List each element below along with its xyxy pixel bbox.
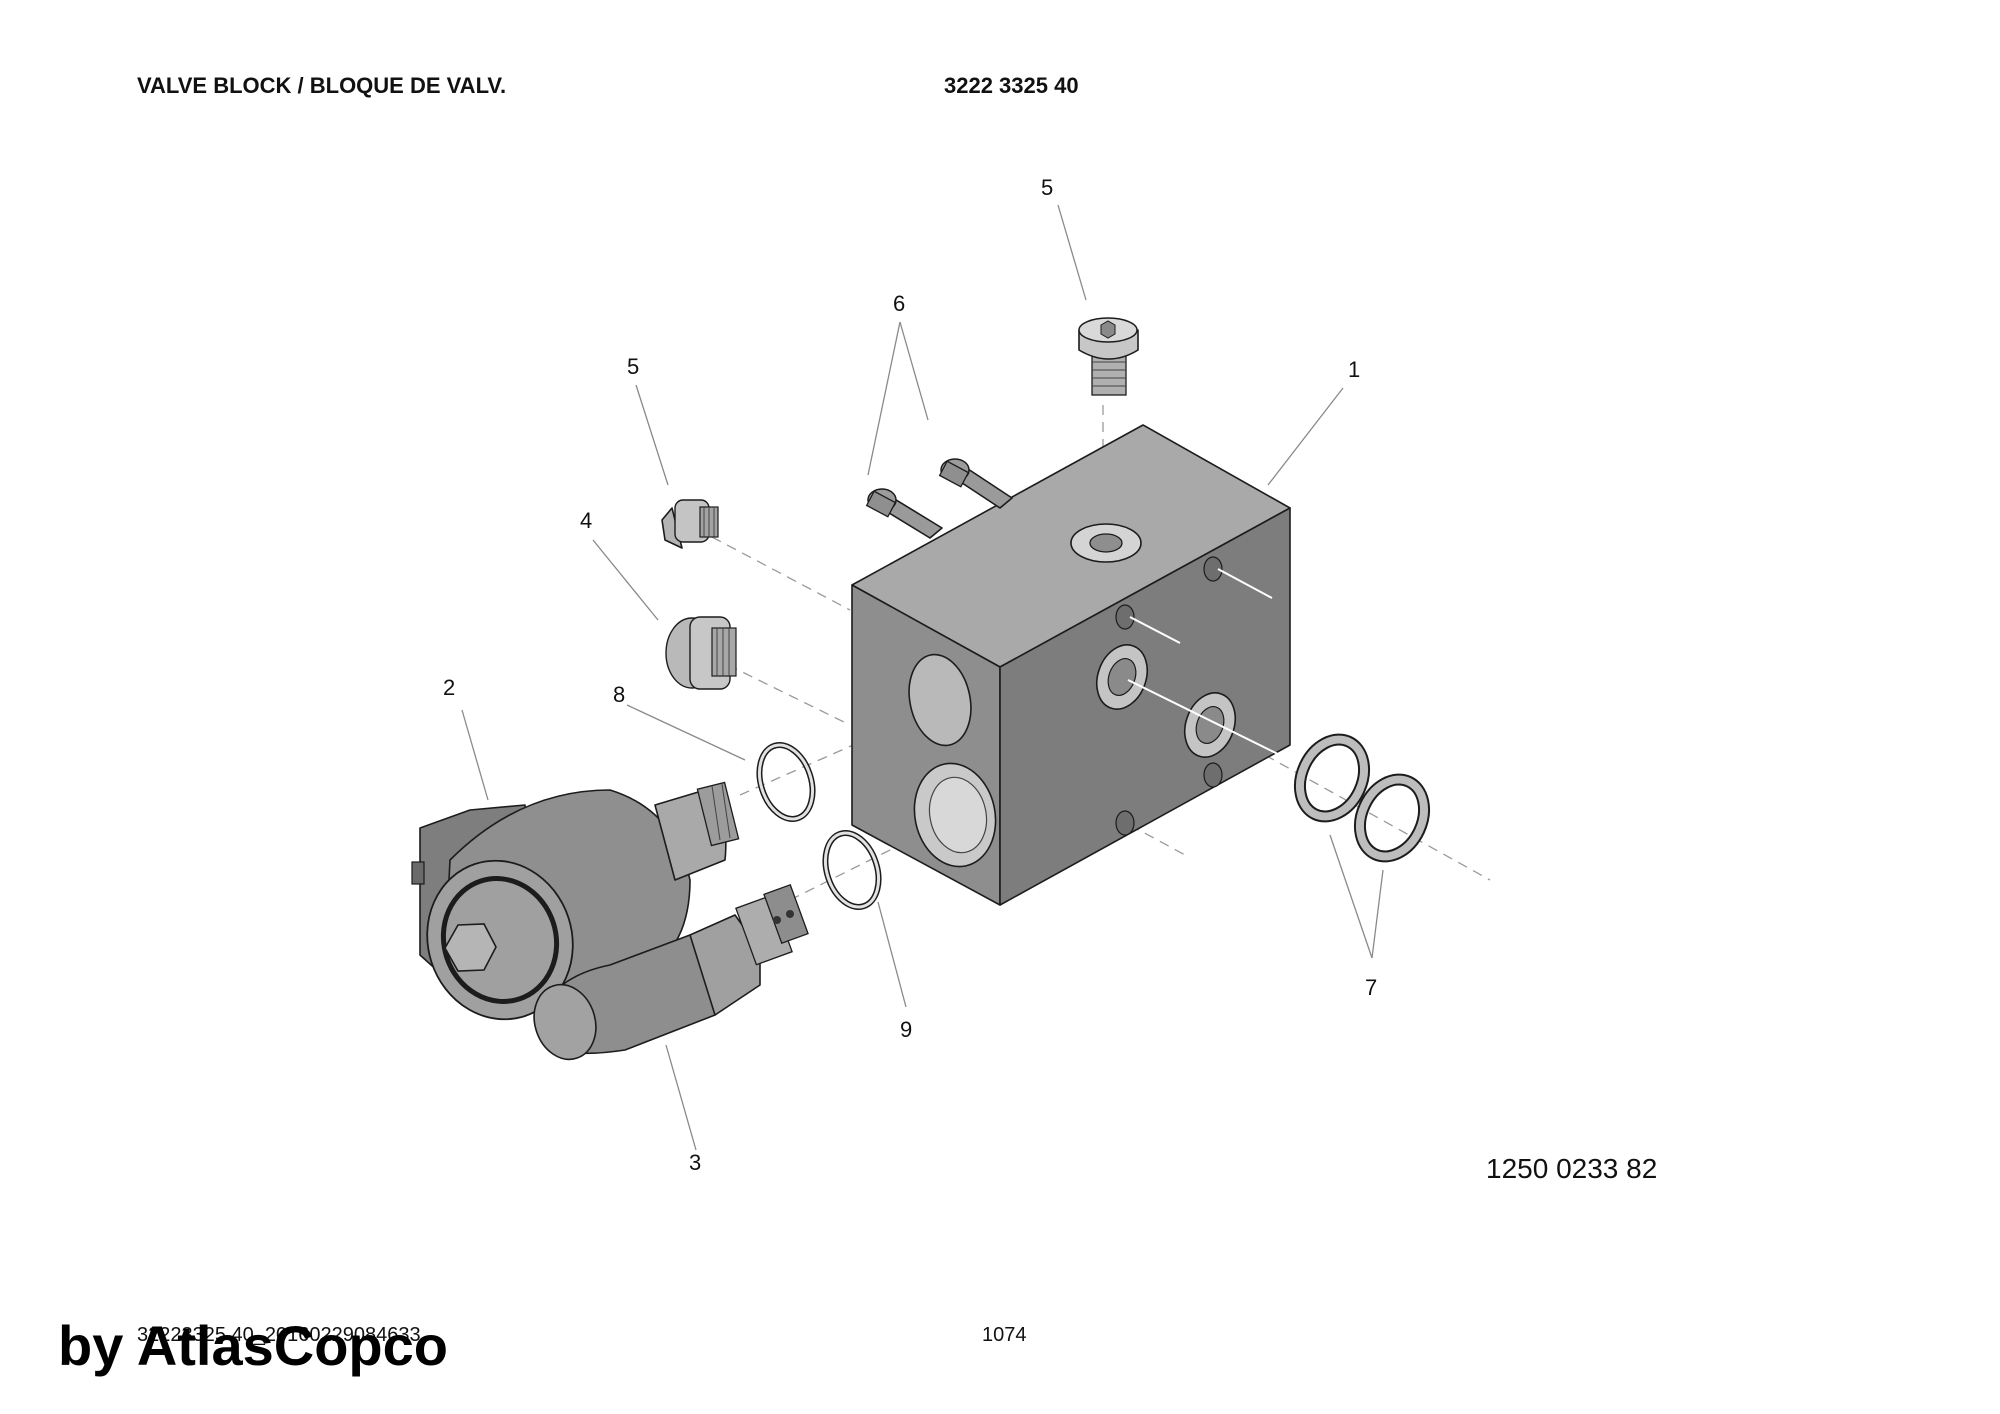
callout-5-top: 5 xyxy=(1041,175,1053,200)
plug-side xyxy=(661,499,719,549)
mounting-bolts xyxy=(865,458,1013,539)
page-number: 1074 xyxy=(982,1324,1027,1346)
part-number: 3222 3325 40 xyxy=(944,73,1079,98)
callout-2: 2 xyxy=(443,675,455,700)
watermark: by AtlasCopco xyxy=(58,1314,448,1377)
callout-labels: 1 2 3 4 5 5 6 7 8 9 xyxy=(443,175,1377,1175)
callout-8: 8 xyxy=(613,682,625,707)
callout-4: 4 xyxy=(580,508,592,533)
callout-6: 6 xyxy=(893,291,905,316)
reference-number: 1250 0233 82 xyxy=(1486,1153,1658,1184)
plug-top xyxy=(1078,317,1139,396)
diagram-title: VALVE BLOCK / BLOQUE DE VALV. xyxy=(137,73,507,98)
callout-1: 1 xyxy=(1348,357,1360,382)
solenoid-valve xyxy=(411,781,740,1021)
callout-7: 7 xyxy=(1365,975,1377,1000)
callout-9: 9 xyxy=(900,1017,912,1042)
callout-5-side: 5 xyxy=(627,354,639,379)
cartridge-valve xyxy=(533,883,809,1061)
valve-body xyxy=(851,424,1291,906)
seal-rings xyxy=(756,733,1431,910)
front-port-upper xyxy=(908,653,972,747)
valve-body-side-face xyxy=(999,507,1291,906)
leader-lines xyxy=(461,204,1384,1151)
plug-large xyxy=(665,616,737,690)
callout-3: 3 xyxy=(689,1150,701,1175)
footer-code: 32223325 40_20160229084633 xyxy=(137,1324,421,1346)
